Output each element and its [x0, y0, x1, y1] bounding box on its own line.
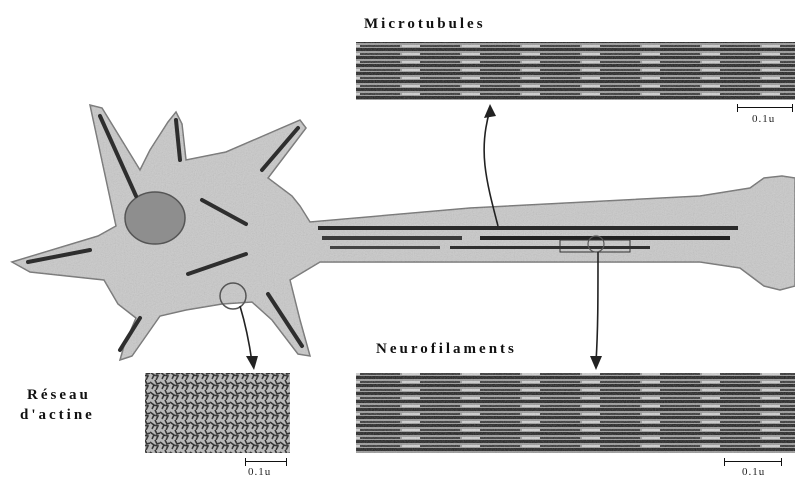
micrograph-neurofilaments	[356, 373, 795, 453]
microtubules-label: Microtubules	[364, 15, 486, 33]
actin-network-label-line1: Réseau	[27, 386, 91, 404]
arrow-to-neurofilaments	[596, 252, 598, 362]
actin-scale-label: 0.1u	[248, 466, 271, 478]
neurofilaments-scale-label: 0.1u	[742, 466, 765, 478]
microtubules-scale-label: 0.1u	[752, 113, 775, 125]
neurofilaments-label: Neurofilaments	[376, 340, 517, 358]
nucleus	[125, 192, 185, 244]
neuron	[12, 105, 795, 360]
actin-network-label-line2: d'actine	[20, 406, 95, 424]
arrow-to-actin	[240, 306, 252, 362]
micrograph-actin	[145, 373, 290, 453]
micrograph-microtubules	[356, 42, 795, 100]
